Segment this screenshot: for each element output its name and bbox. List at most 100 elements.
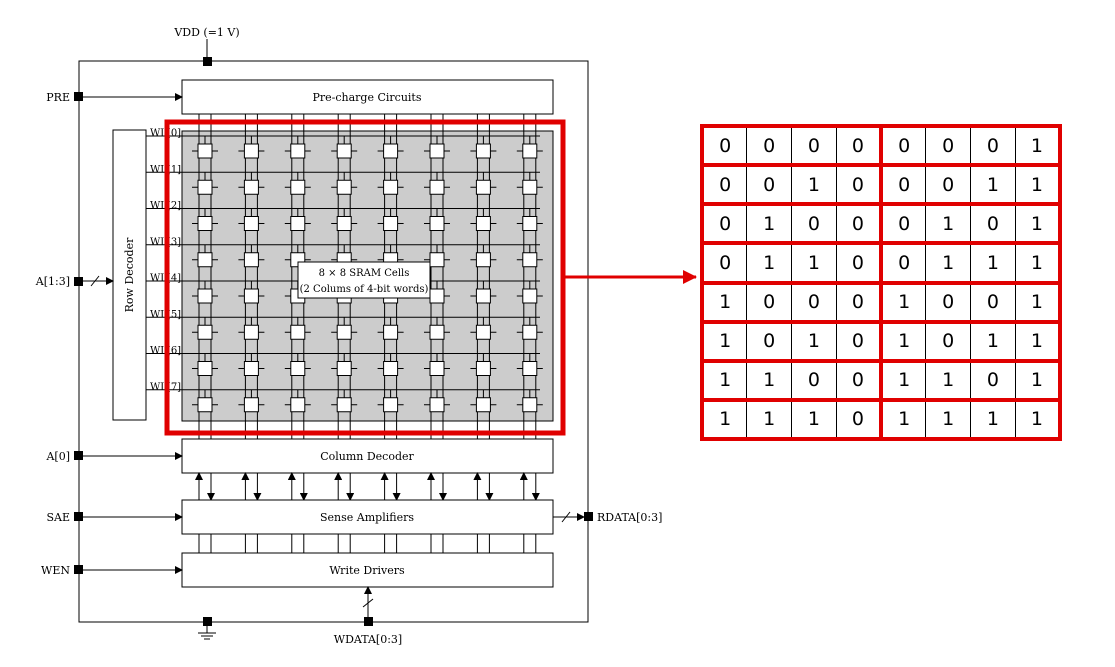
memory-bit: 1	[702, 399, 748, 440]
pre-pin	[74, 92, 83, 101]
sram-cell	[522, 216, 538, 231]
memory-bit: 0	[835, 321, 883, 362]
wen-pin-label: WEN	[41, 564, 70, 577]
memory-bit: 0	[702, 125, 748, 166]
sram-cell	[197, 252, 213, 268]
memory-bit: 1	[791, 321, 837, 362]
sram-cell	[383, 179, 399, 195]
sram-cell	[429, 216, 445, 231]
sram-cell	[522, 324, 538, 340]
addr-low-pin-label: A[0]	[45, 450, 70, 463]
memory-bit: 0	[791, 203, 837, 244]
memory-bit: 1	[746, 360, 792, 401]
memory-bit: 0	[880, 164, 927, 205]
memory-bit: 0	[746, 281, 792, 323]
memory-bit: 0	[835, 360, 883, 401]
memory-bit: 1	[791, 242, 837, 284]
sram-cell	[429, 397, 445, 413]
memory-bit: 1	[1014, 242, 1060, 284]
memory-bit: 0	[835, 164, 883, 205]
wdata-pin-label: WDATA[0:3]	[334, 633, 402, 646]
sram-cell	[243, 179, 259, 195]
memory-bit: 0	[835, 125, 883, 166]
memory-bit: 1	[702, 360, 748, 401]
memory-bit: 0	[925, 125, 971, 166]
sram-cell	[197, 288, 213, 304]
memory-bit: 1	[1014, 281, 1060, 323]
array-label-box	[297, 261, 431, 299]
sae-pin-label: SAE	[46, 511, 70, 524]
pre-pin-label: PRE	[46, 91, 70, 104]
sram-cell	[197, 216, 213, 231]
precharge-label: Pre-charge Circuits	[312, 91, 421, 104]
memory-bit: 0	[925, 281, 971, 323]
sram-cell	[429, 288, 445, 304]
sram-cell	[475, 324, 491, 340]
column-decoder-label: Column Decoder	[320, 450, 414, 463]
memory-bit: 1	[1014, 203, 1060, 244]
memory-bit: 0	[835, 399, 883, 440]
sram-cell	[522, 361, 538, 376]
memory-bit: 1	[925, 242, 971, 284]
memory-bit: 0	[702, 164, 748, 205]
memory-bit: 1	[1014, 399, 1060, 440]
memory-bit: 1	[1014, 164, 1060, 205]
sram-cell	[429, 179, 445, 195]
sram-cell	[522, 397, 538, 413]
memory-bit: 0	[970, 360, 1016, 401]
sram-cell	[243, 397, 259, 413]
sae-pin	[74, 512, 83, 521]
memory-bit: 1	[925, 203, 971, 244]
memory-bit: 0	[791, 125, 837, 166]
memory-bit: 1	[925, 399, 971, 440]
memory-bit: 0	[702, 203, 748, 244]
sram-cell	[197, 397, 213, 413]
sram-cell	[475, 397, 491, 413]
sram-cell	[197, 324, 213, 340]
array-label-line2: (2 Colums of 4-bit words)	[300, 284, 429, 295]
wen-pin	[74, 565, 83, 574]
memory-bit: 1	[925, 360, 971, 401]
sram-cell	[290, 324, 306, 340]
sram-cell	[243, 361, 259, 376]
memory-bit: 1	[1014, 321, 1060, 362]
sram-cell	[475, 179, 491, 195]
sram-cell	[475, 143, 491, 159]
vdd-pin	[203, 57, 212, 66]
sram-cell	[429, 252, 445, 268]
sram-cell	[383, 324, 399, 340]
memory-bit: 1	[791, 164, 837, 205]
sram-cell	[429, 324, 445, 340]
array-label-line1: 8 × 8 SRAM Cells	[319, 268, 410, 279]
wdata-pin	[364, 617, 373, 626]
sram-cell	[475, 216, 491, 231]
addr-high-pin	[74, 277, 83, 286]
sram-cell	[336, 361, 352, 376]
memory-bit: 0	[970, 281, 1016, 323]
memory-bit: 0	[746, 321, 792, 362]
sram-cell	[383, 361, 399, 376]
sram-cell	[522, 288, 538, 304]
sram-cell	[336, 397, 352, 413]
memory-bit: 0	[880, 125, 927, 166]
memory-bit: 1	[746, 242, 792, 284]
sram-cell	[383, 397, 399, 413]
memory-bit: 1	[702, 281, 748, 323]
addr-low-pin	[74, 451, 83, 460]
memory-bit: 0	[702, 242, 748, 284]
sram-cell	[336, 216, 352, 231]
sram-cell	[522, 252, 538, 268]
sram-cell	[290, 216, 306, 231]
memory-bit: 0	[970, 203, 1016, 244]
sram-cell	[522, 179, 538, 195]
memory-bit: 1	[880, 399, 927, 440]
precharge-block	[181, 79, 554, 115]
write-drivers-label: Write Drivers	[329, 564, 405, 577]
addr-high-pin-label: A[1:3]	[35, 275, 70, 288]
sense-amps-label: Sense Amplifiers	[320, 511, 414, 524]
sram-cell	[336, 179, 352, 195]
